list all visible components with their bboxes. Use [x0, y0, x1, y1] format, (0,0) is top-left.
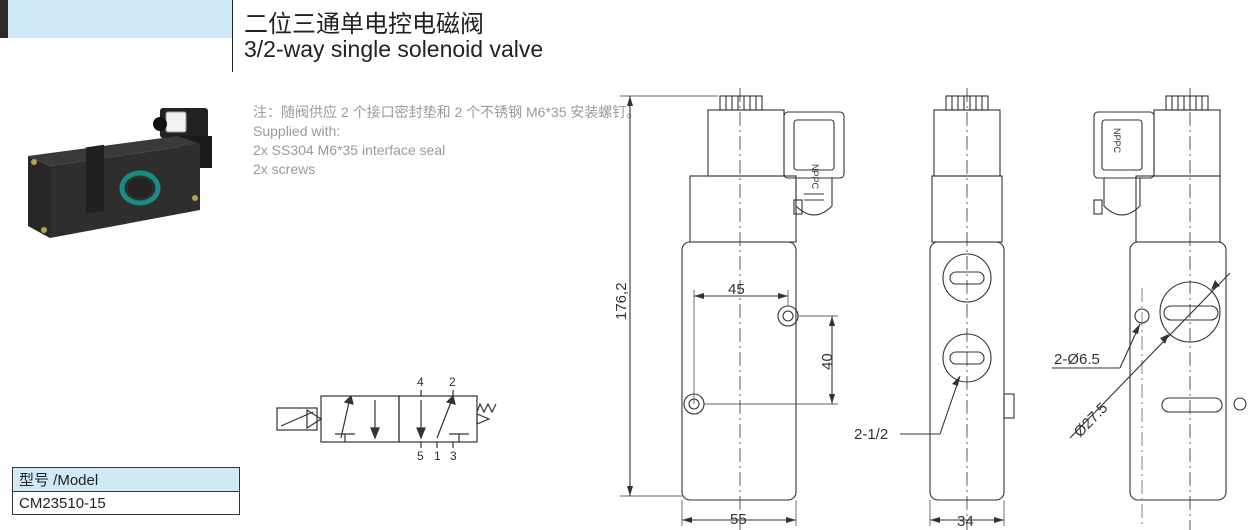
dim-front-width: 55 [730, 511, 747, 528]
dim-port-size: 2-1/2 [854, 426, 888, 443]
page-title-chinese: 二位三通单电控电磁阀 [244, 11, 484, 38]
rear-body-outline [1129, 241, 1227, 501]
port-label-2: 2 [449, 375, 456, 389]
product-photo [28, 108, 212, 238]
header-divider [232, 0, 233, 72]
side-view [900, 88, 1015, 530]
front-view [620, 88, 845, 530]
coil-brand-front: NPPC [810, 164, 820, 190]
header-band [0, 0, 232, 38]
model-header-cell: 型号 /Model [12, 467, 240, 492]
port-label-3: 3 [450, 449, 457, 462]
note-interface-seal: 2x SS304 M6*35 interface seal [253, 142, 446, 158]
dim-hole-spacing-vertical: 40 [819, 353, 836, 370]
port-label-4: 4 [417, 375, 424, 389]
technical-drawings: 45 40 176,2 55 34 2-1/2 2-Ø6.5 Ø27.5 NPP… [613, 88, 1247, 530]
pneumatic-symbol: 4 2 5 1 3 [276, 375, 497, 462]
photo-o-ring [119, 170, 161, 206]
valve-box-left [320, 395, 400, 443]
page-title-english: 3/2-way single solenoid valve [244, 36, 544, 62]
dim-bore-diameter: Ø27.5 [1071, 400, 1112, 441]
dim-hole-diameter: 2-Ø6.5 [1054, 351, 1100, 368]
dim-side-width: 34 [957, 513, 974, 530]
model-table: 型号 /Model CM23510-15 [12, 467, 240, 515]
front-body-outline [681, 241, 797, 501]
solenoid-actuator [276, 407, 318, 431]
dim-hole-spacing-horizontal: 45 [728, 281, 745, 298]
model-table-header-row: 型号 /Model [12, 467, 240, 492]
note-supplied-with: Supplied with: [253, 123, 341, 139]
port-label-1: 1 [434, 449, 441, 462]
rear-view [1052, 88, 1247, 530]
note-screws: 2x screws [253, 161, 316, 177]
header-marker [0, 0, 8, 38]
model-table-value-row: CM23510-15 [12, 491, 240, 515]
port-label-5: 5 [417, 449, 424, 462]
supply-notes: 注：随阀供应 2 个接口密封垫和 2 个不锈钢 M6*35 安装螺钉。 Supp… [253, 103, 640, 179]
model-value-cell: CM23510-15 [12, 491, 240, 515]
coil-brand-rear: NPPC [1112, 128, 1122, 154]
dim-overall-height: 176,2 [613, 282, 630, 320]
note-chinese: 注：随阀供应 2 个接口密封垫和 2 个不锈钢 M6*35 安装螺钉。 [253, 104, 641, 120]
